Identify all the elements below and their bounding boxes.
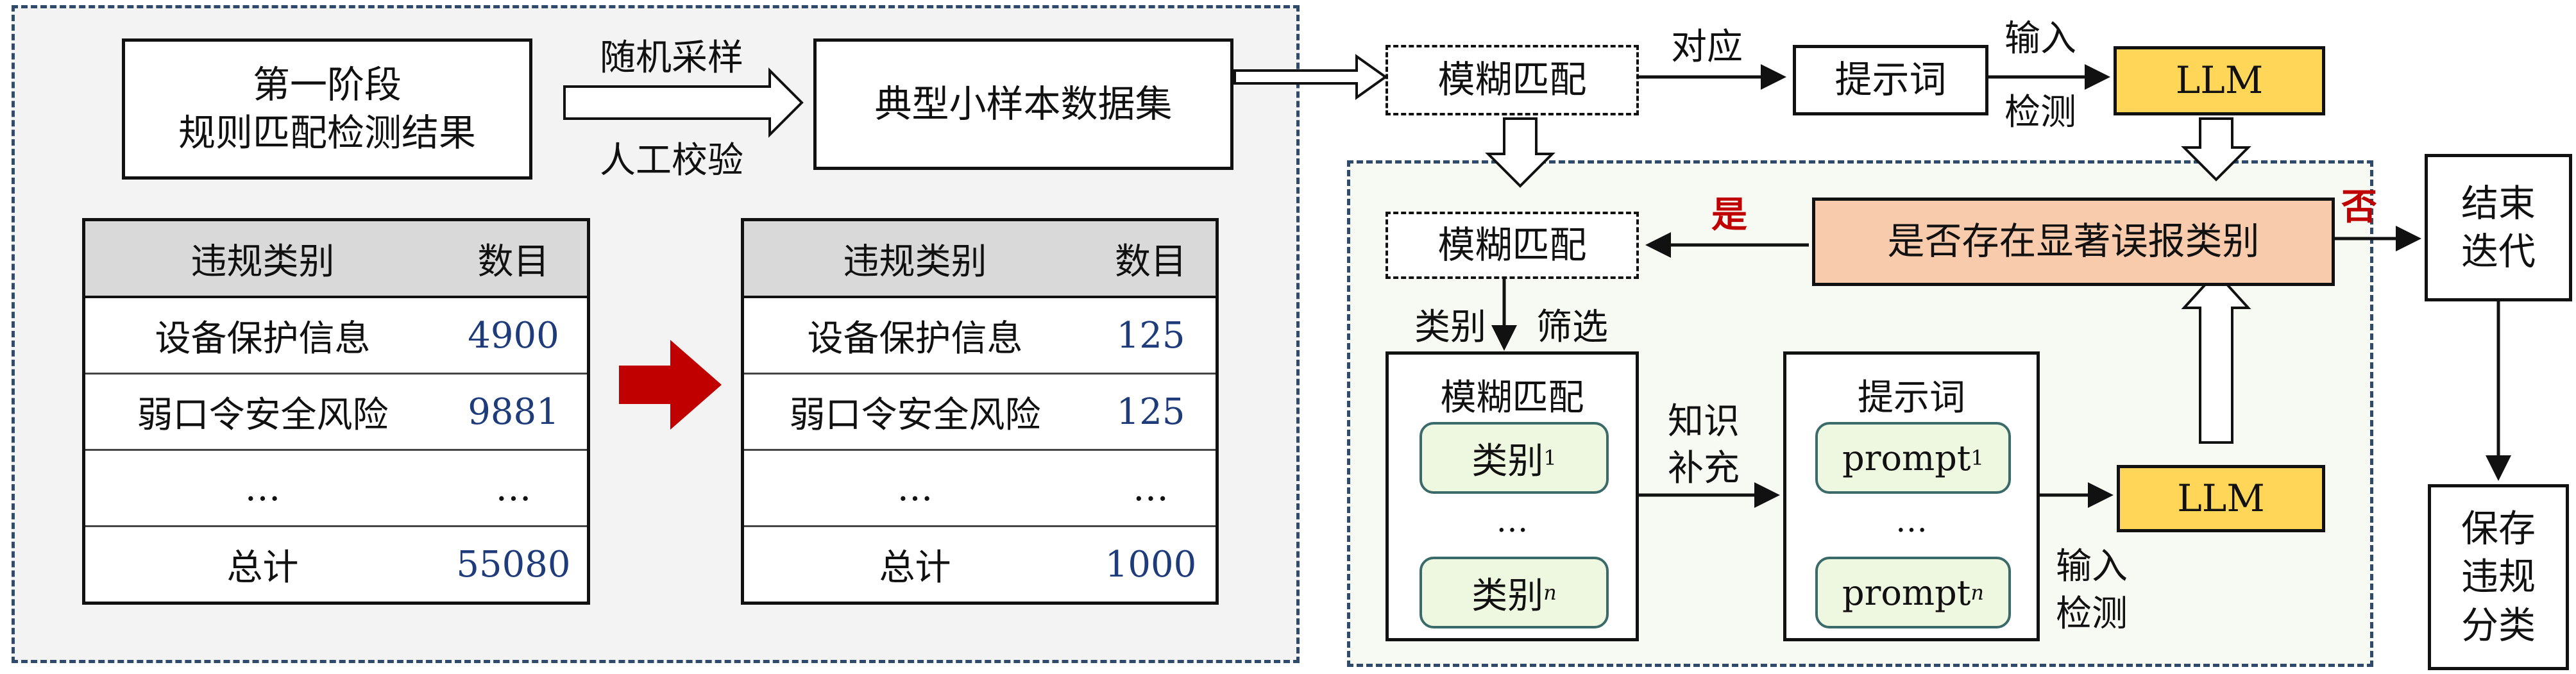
input-top-label: 输入 (2004, 18, 2076, 60)
category-label: 类别 (1414, 307, 1486, 348)
detect-bottom-label: 检测 (2056, 593, 2128, 635)
table-row: …… (83, 449, 589, 527)
hollow-arrow-up-llm (2181, 271, 2251, 444)
table-cell: 55080 (439, 525, 589, 603)
sampling-top-label: 随机采样 (600, 37, 743, 79)
prompt-item-1-sub: 1 (1970, 446, 1984, 470)
save-line2: 违规 (2461, 555, 2536, 599)
save-classification-box: 保存 违规 分类 (2428, 484, 2569, 670)
yes-label: 是 (1711, 194, 1747, 236)
table-cell: 总计 (742, 525, 1087, 603)
no-label: 否 (2341, 186, 2377, 228)
table-cell: 弱口令安全风险 (83, 373, 440, 450)
table-cell: 4900 (439, 296, 589, 374)
red-arrow (619, 340, 722, 430)
table-cell: … (742, 449, 1087, 527)
save-line1: 保存 (2461, 506, 2536, 550)
knowledge-line1: 知识 (1668, 401, 1740, 442)
end-iter-line2: 迭代 (2461, 230, 2536, 273)
table-right-header-count: 数目 (1086, 219, 1217, 298)
fuzzy-group-title: 模糊匹配 (1440, 377, 1584, 419)
prompt-item-n-label: prompt (1842, 572, 1971, 613)
table-left-header-category: 违规类别 (83, 219, 440, 298)
sampling-bottom-label: 人工校验 (600, 140, 743, 181)
hollow-arrow-down-fuzzy (1485, 117, 1555, 188)
table-cell: 设备保护信息 (83, 296, 440, 374)
correspond-label: 对应 (1671, 26, 1743, 68)
fuzzy-dots: … (1496, 502, 1529, 539)
fuzzy-item-n-sub: n (1543, 580, 1557, 605)
end-iter-line1: 结束 (2461, 181, 2536, 225)
typical-set-box: 典型小样本数据集 (813, 38, 1233, 170)
input-bottom-label: 输入 (2056, 546, 2128, 587)
decision-box: 是否存在显著误报类别 (1812, 198, 2335, 286)
table-cell: 9881 (439, 373, 589, 450)
prompt-top-box: 提示词 (1793, 45, 1988, 115)
detect-top-label: 检测 (2004, 92, 2076, 133)
prompt-item-n-sub: n (1970, 580, 1984, 605)
stage1-line1: 第一阶段 (252, 62, 402, 106)
prompt-dots: … (1895, 502, 1928, 539)
fuzzy-item-n-label: 类别 (1471, 575, 1544, 617)
table-row: …… (742, 449, 1217, 527)
llm-top-box: LLM (2114, 46, 2325, 115)
knowledge-line2: 补充 (1668, 448, 1740, 489)
fuzzy-item-1-sub: 1 (1543, 446, 1557, 470)
prompt-item-1-label: prompt (1842, 437, 1971, 478)
llm-bottom-box: LLM (2117, 465, 2325, 532)
table-cell: 1000 (1086, 525, 1217, 603)
fuzzy-match-mid-box: 模糊匹配 (1385, 212, 1639, 279)
table-left-header-count: 数目 (439, 219, 589, 298)
hollow-arrow-down-llm (2181, 117, 2251, 181)
filter-label: 筛选 (1536, 307, 1608, 348)
stage1-result-box: 第一阶段 规则匹配检测结果 (122, 38, 532, 180)
table-right-header-category: 违规类别 (742, 219, 1087, 298)
table-cell: 125 (1086, 296, 1217, 374)
save-line3: 分类 (2461, 603, 2536, 647)
fuzzy-match-top-box: 模糊匹配 (1385, 45, 1639, 115)
end-iteration-box: 结束 迭代 (2425, 154, 2572, 301)
hollow-arrow-sampling (563, 67, 804, 138)
table-cell: 总计 (83, 525, 440, 603)
stage1-line2: 规则匹配检测结果 (178, 111, 476, 155)
table-cell: … (1086, 449, 1217, 527)
hollow-arrow-to-fuzzy (1233, 54, 1388, 100)
table-cell: 125 (1086, 373, 1217, 450)
table-cell: … (439, 449, 589, 527)
prompt-group-title: 提示词 (1858, 377, 1965, 419)
table-cell: … (83, 449, 440, 527)
fuzzy-item-1-label: 类别 (1471, 440, 1544, 482)
table-right-header: 违规类别 数目 (742, 219, 1217, 298)
table-cell: 弱口令安全风险 (742, 373, 1087, 450)
table-left-header: 违规类别 数目 (83, 219, 589, 298)
table-cell: 设备保护信息 (742, 296, 1087, 374)
